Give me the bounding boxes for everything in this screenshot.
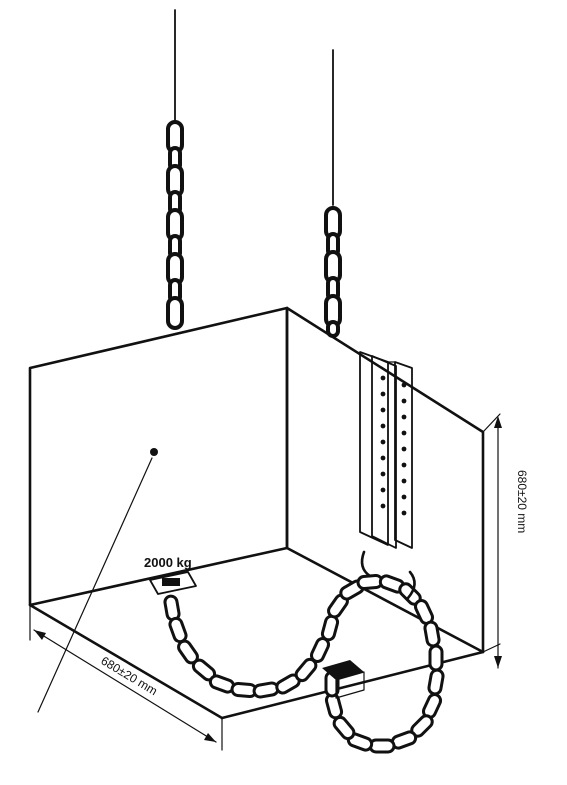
depth-dimension [29, 604, 223, 751]
height-dimension [482, 413, 502, 669]
center-anchor-plate [322, 660, 365, 699]
box-bottom-edges [28, 603, 485, 720]
box-side-face [285, 306, 485, 654]
load-label: 2000 kg [144, 555, 192, 570]
hooks [360, 550, 416, 600]
perforated-bracket [359, 351, 413, 549]
load-anchor-plate [149, 571, 197, 595]
leader-line [37, 448, 158, 713]
right-hanging-chain [324, 206, 342, 338]
load-chain [163, 573, 445, 754]
left-hanging-chain [166, 120, 184, 330]
height-dimension-label: 680±20 mm [515, 470, 529, 533]
